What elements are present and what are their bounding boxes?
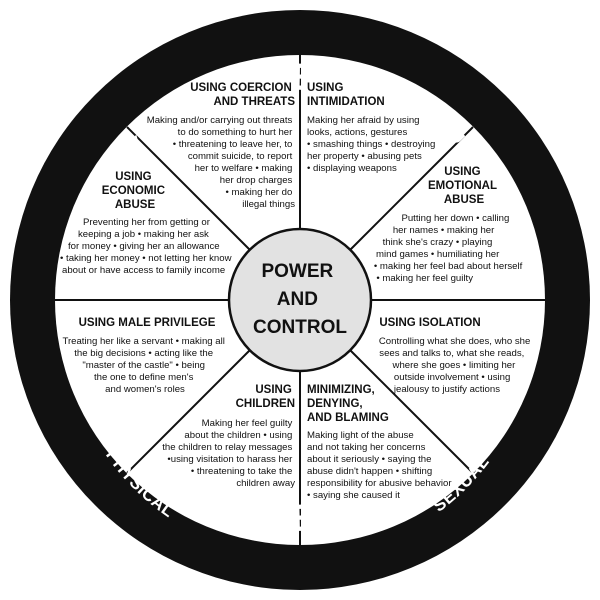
section-text: and women's roles <box>105 384 185 395</box>
section-text: outside involvement • using <box>394 372 510 383</box>
section-text: "master of the castle" • being <box>82 360 205 371</box>
section-text: • making her feel guilty <box>376 273 473 284</box>
section-text: looks, actions, gestures <box>307 127 407 138</box>
section-title: USING <box>307 82 343 94</box>
svg-text:USING MALE PRIVILEGE: USING MALE PRIVILEGE <box>79 317 216 329</box>
svg-text:Making her afraid by using: Making her afraid by using looks, action… <box>307 115 438 174</box>
section-text: Making her afraid by using <box>307 115 420 126</box>
section-economic-abuse: USING ECONOMIC ABUSE Preventing her from… <box>60 171 234 276</box>
svg-text:USING INTIMIDATION: USING INTIMIDATION <box>307 82 385 108</box>
section-text: •using visitation to harass her <box>167 454 293 465</box>
hub-circle <box>227 227 373 373</box>
section-title: USING <box>255 384 291 396</box>
section-text: for money • giving her an allowance <box>68 241 220 252</box>
section-text: • making her do <box>226 187 293 198</box>
section-text: responsibility for abusive behavior <box>307 478 452 489</box>
svg-text:Putting her down • calling: Putting her down • calling her names • m… <box>374 213 525 284</box>
section-title: USING COERCION <box>190 82 292 94</box>
hub-line: CONTROL <box>253 317 347 338</box>
svg-text:USING ECONOMIC ABU: USING ECONOMIC ABUSE <box>102 171 168 211</box>
svg-text:Treating her like a servant •: Treating her like a servant • making all… <box>62 336 227 395</box>
spoke-lower-right <box>349 349 474 474</box>
section-title: MINIMIZING, <box>307 384 375 396</box>
svg-text:MINIMIZING, DENYING,: MINIMIZING, DENYING, AND BLAMING <box>307 384 389 424</box>
hub-title: POWER AND CONTROL <box>253 261 347 338</box>
section-text: • threatening to take the <box>191 466 293 477</box>
section-title: INTIMIDATION <box>307 96 385 108</box>
hub-line: POWER <box>261 261 333 282</box>
section-text: the one to define men's <box>94 372 194 383</box>
section-title: EMOTIONAL <box>428 180 497 192</box>
section-title: ABUSE <box>115 199 156 211</box>
section-text: • taking her money • not letting her kno… <box>60 253 232 264</box>
svg-text:Making her feel guilty a: Making her feel guilty about the childre… <box>162 418 295 489</box>
section-text: illegal things <box>242 199 295 210</box>
section-title: AND BLAMING <box>307 412 389 424</box>
section-text: about it seriously • saying the <box>307 454 431 465</box>
section-title: CHILDREN <box>236 398 295 410</box>
section-text: the children to relay messages <box>162 442 292 453</box>
section-text: and not taking her concerns <box>307 442 426 453</box>
svg-text:Controlling what she does, who: Controlling what she does, who she sees … <box>379 336 533 395</box>
section-title: ECONOMIC <box>102 185 165 197</box>
svg-text:USING EMOTIONAL AB: USING EMOTIONAL ABUSE <box>428 166 500 206</box>
section-text: abuse didn't happen • shifting <box>307 466 432 477</box>
section-text: Putting her down • calling <box>401 213 509 224</box>
section-text: Preventing her from getting or <box>83 217 211 228</box>
section-text: her names • making her <box>393 225 495 236</box>
section-text: Treating her like a servant • making all <box>62 336 224 347</box>
section-title: USING MALE PRIVILEGE <box>79 317 216 329</box>
section-text: • threatening to leave her, to <box>173 139 293 150</box>
section-text: • smashing things • destroying <box>307 139 435 150</box>
section-title: USING ISOLATION <box>379 317 480 329</box>
section-children: USING CHILDREN Making her feel guilty ab… <box>162 384 295 489</box>
section-text: her property • abusing pets <box>307 151 422 162</box>
section-text: • making her feel bad about herself <box>374 261 523 272</box>
section-title: USING <box>444 166 480 178</box>
section-text: think she's crazy • playing <box>383 237 493 248</box>
section-title: AND THREATS <box>213 96 295 108</box>
section-title: DENYING, <box>307 398 363 410</box>
section-text: Making light of the abuse <box>307 430 414 441</box>
section-text: sees and talks to, what she reads, <box>379 348 524 359</box>
section-text: where she goes • limiting her <box>392 360 517 371</box>
section-title: ABUSE <box>444 194 485 206</box>
section-text: • saying she caused it <box>307 490 400 501</box>
section-minimizing-denying-blaming: MINIMIZING, DENYING, AND BLAMING Making … <box>307 384 454 501</box>
section-text: mind games • humiliating her <box>376 249 500 260</box>
section-text: • displaying weapons <box>307 163 397 174</box>
section-text: keeping a job • making her ask <box>78 229 209 240</box>
section-text: her to welfare • making <box>195 163 293 174</box>
section-male-privilege: USING MALE PRIVILEGE Treating her like a… <box>62 317 227 395</box>
section-emotional-abuse: USING EMOTIONAL ABUSE Putting her down •… <box>374 166 525 284</box>
section-isolation: USING ISOLATION Controlling what she doe… <box>379 317 533 395</box>
svg-text:Making and/or carrying out thr: Making and/or carrying out threats to do… <box>147 115 295 210</box>
section-text: the big decisions • acting like the <box>74 348 213 359</box>
section-text: Controlling what she does, who she <box>379 336 530 347</box>
section-text: her drop charges <box>220 175 293 186</box>
svg-text:USING ISOLATION: USING ISOLATION <box>379 317 480 329</box>
section-intimidation: USING INTIMIDATION Making her afraid by … <box>307 82 438 174</box>
spoke-lower-left <box>126 349 251 474</box>
section-text: to do something to hurt her <box>178 127 293 138</box>
section-text: Making and/or carrying out threats <box>147 115 293 126</box>
hub-line: AND <box>277 289 318 310</box>
svg-text:Making light of the abuse: Making light of the abuse and not taking… <box>307 430 454 501</box>
section-text: children away <box>236 478 295 489</box>
section-text: jealousy to justify actions <box>393 384 500 395</box>
spoke-upper-left <box>126 126 251 251</box>
section-title: USING <box>115 171 151 183</box>
section-text: about the children • using <box>184 430 292 441</box>
svg-text:USING CHILDREN: USING CHILDREN <box>236 384 295 410</box>
section-text: commit suicide, to report <box>188 151 293 162</box>
section-text: about or have access to family income <box>62 265 225 276</box>
spoke-upper-right <box>349 126 474 251</box>
svg-text:Preventing her from getting or: Preventing her from getting or keeping a… <box>60 217 234 276</box>
section-text: Making her feel guilty <box>202 418 293 429</box>
section-coercion-threats: USING COERCION AND THREATS Making and/or… <box>147 82 296 210</box>
wheel-spokes <box>55 55 545 545</box>
svg-text:USING COERCION AND THREA: USING COERCION AND THREATS <box>190 82 295 108</box>
